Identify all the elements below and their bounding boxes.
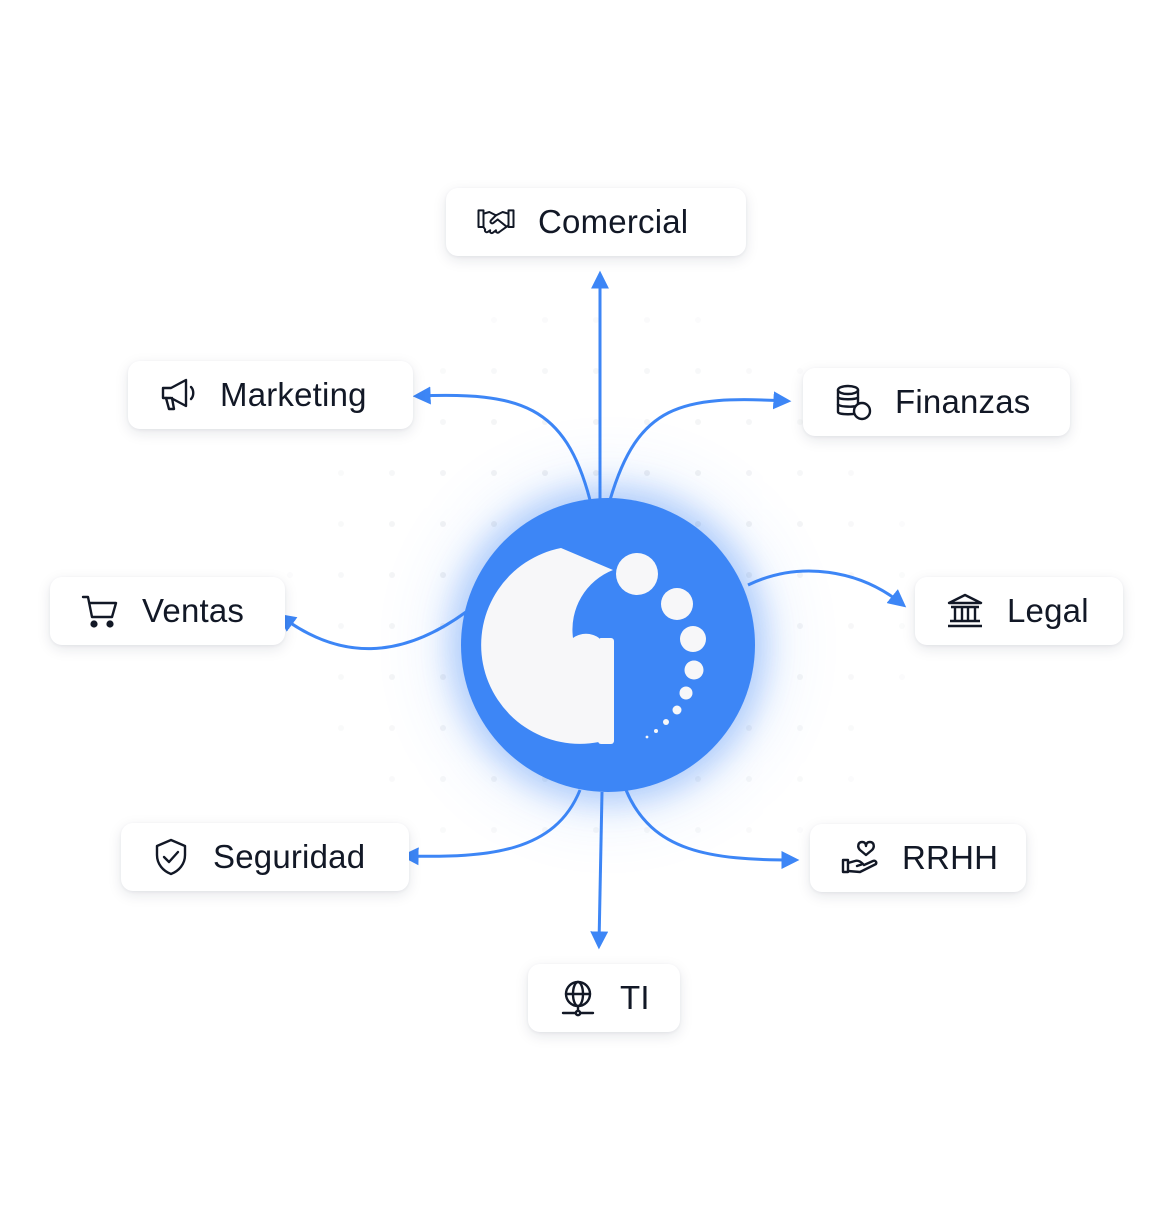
arrow-to-ti <box>590 791 609 950</box>
shield-check-icon <box>151 837 191 877</box>
hand-heart-icon <box>840 838 880 878</box>
node-label-rrhh: RRHH <box>902 839 999 876</box>
globe-network-icon <box>558 978 598 1018</box>
node-label-marketing: Marketing <box>220 376 367 413</box>
arrow-to-legal <box>747 569 907 608</box>
node-finanzas[interactable]: Finanzas <box>803 368 1070 436</box>
coins-icon <box>833 382 873 422</box>
node-legal[interactable]: Legal <box>915 577 1123 645</box>
node-ventas[interactable]: Ventas <box>50 577 285 645</box>
node-label-legal: Legal <box>1007 592 1089 629</box>
node-label-comercial: Comercial <box>538 203 689 240</box>
center-hub <box>461 498 755 792</box>
node-label-ti: TI <box>620 979 650 1016</box>
node-rrhh[interactable]: RRHH <box>810 824 1026 892</box>
node-label-finanzas: Finanzas <box>895 383 1031 420</box>
node-ti[interactable]: TI <box>528 964 680 1032</box>
arrow-to-marketing <box>412 386 592 501</box>
node-comercial[interactable]: Comercial <box>446 188 746 256</box>
shopping-cart-icon <box>80 591 120 631</box>
node-seguridad[interactable]: Seguridad <box>121 823 409 891</box>
node-label-seguridad: Seguridad <box>213 838 366 875</box>
arrow-to-rrhh <box>624 789 800 869</box>
node-label-ventas: Ventas <box>142 592 245 629</box>
bank-icon <box>945 591 985 631</box>
arrow-to-finanzas <box>608 391 792 501</box>
megaphone-icon <box>158 375 198 415</box>
node-marketing[interactable]: Marketing <box>128 361 413 429</box>
handshake-icon <box>476 202 516 242</box>
arrow-to-seguridad <box>400 789 582 866</box>
arrow-to-ventas <box>277 610 467 651</box>
brand-i-logo-icon <box>481 548 706 744</box>
